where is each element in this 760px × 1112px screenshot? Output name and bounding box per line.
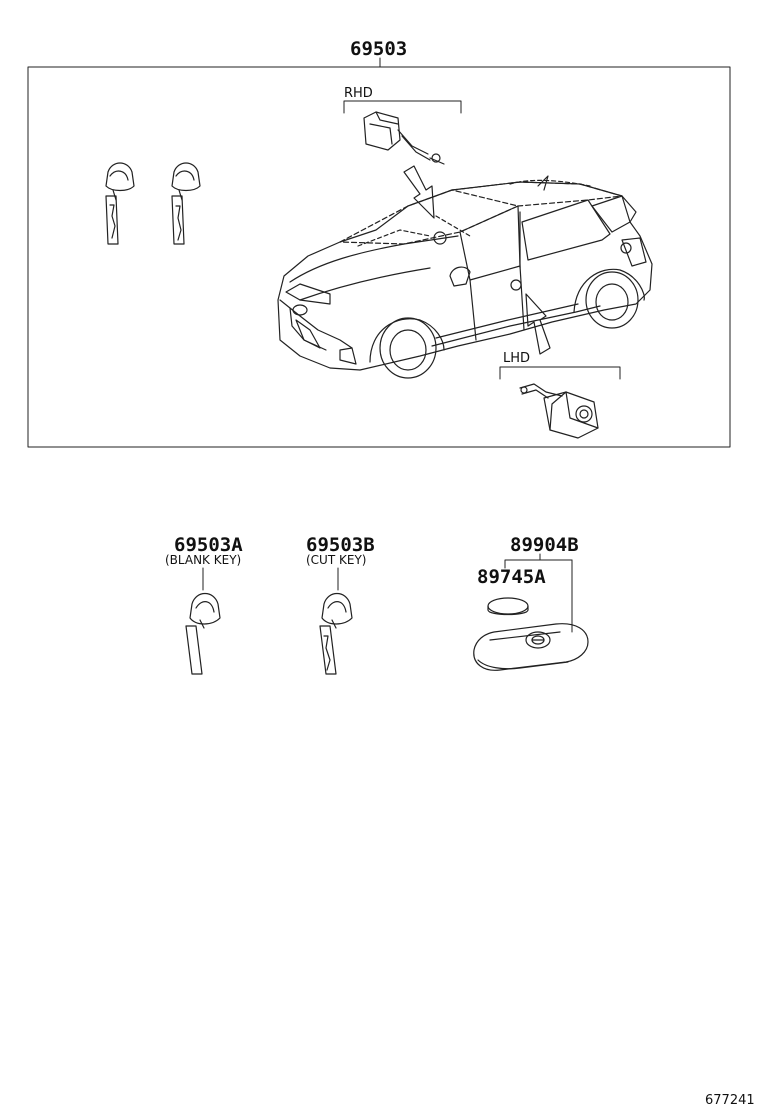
transmitter-housing (473, 623, 589, 671)
variant-label-lhd: LHD (503, 351, 531, 366)
assembly-frame (27, 66, 731, 448)
part-number-blank-key: 69503A (174, 534, 243, 556)
rhd-arrow (403, 165, 435, 219)
variant-label-rhd: RHD (344, 86, 373, 101)
car-illustration (277, 179, 653, 379)
part-number-battery: 89745A (477, 566, 546, 588)
part-number-main-kit: 69503 (350, 38, 408, 60)
cut-key (319, 592, 353, 675)
lhd-bracket (499, 366, 621, 380)
note-blank-key: (BLANK KEY) (165, 553, 242, 567)
rhd-lock-cylinder (363, 111, 445, 165)
battery-cell (487, 597, 529, 616)
rhd-bracket (343, 100, 462, 114)
note-cut-key: (CUT KEY) (306, 553, 367, 567)
frame-key-right (171, 162, 201, 245)
frame-key-left (105, 162, 135, 245)
blank-key (185, 592, 221, 675)
part-number-transmitter: 89904B (510, 534, 579, 556)
lhd-lock-cylinder (519, 383, 599, 439)
part-number-cut-key: 69503B (306, 534, 375, 556)
figure-number: 677241 (705, 1093, 755, 1108)
